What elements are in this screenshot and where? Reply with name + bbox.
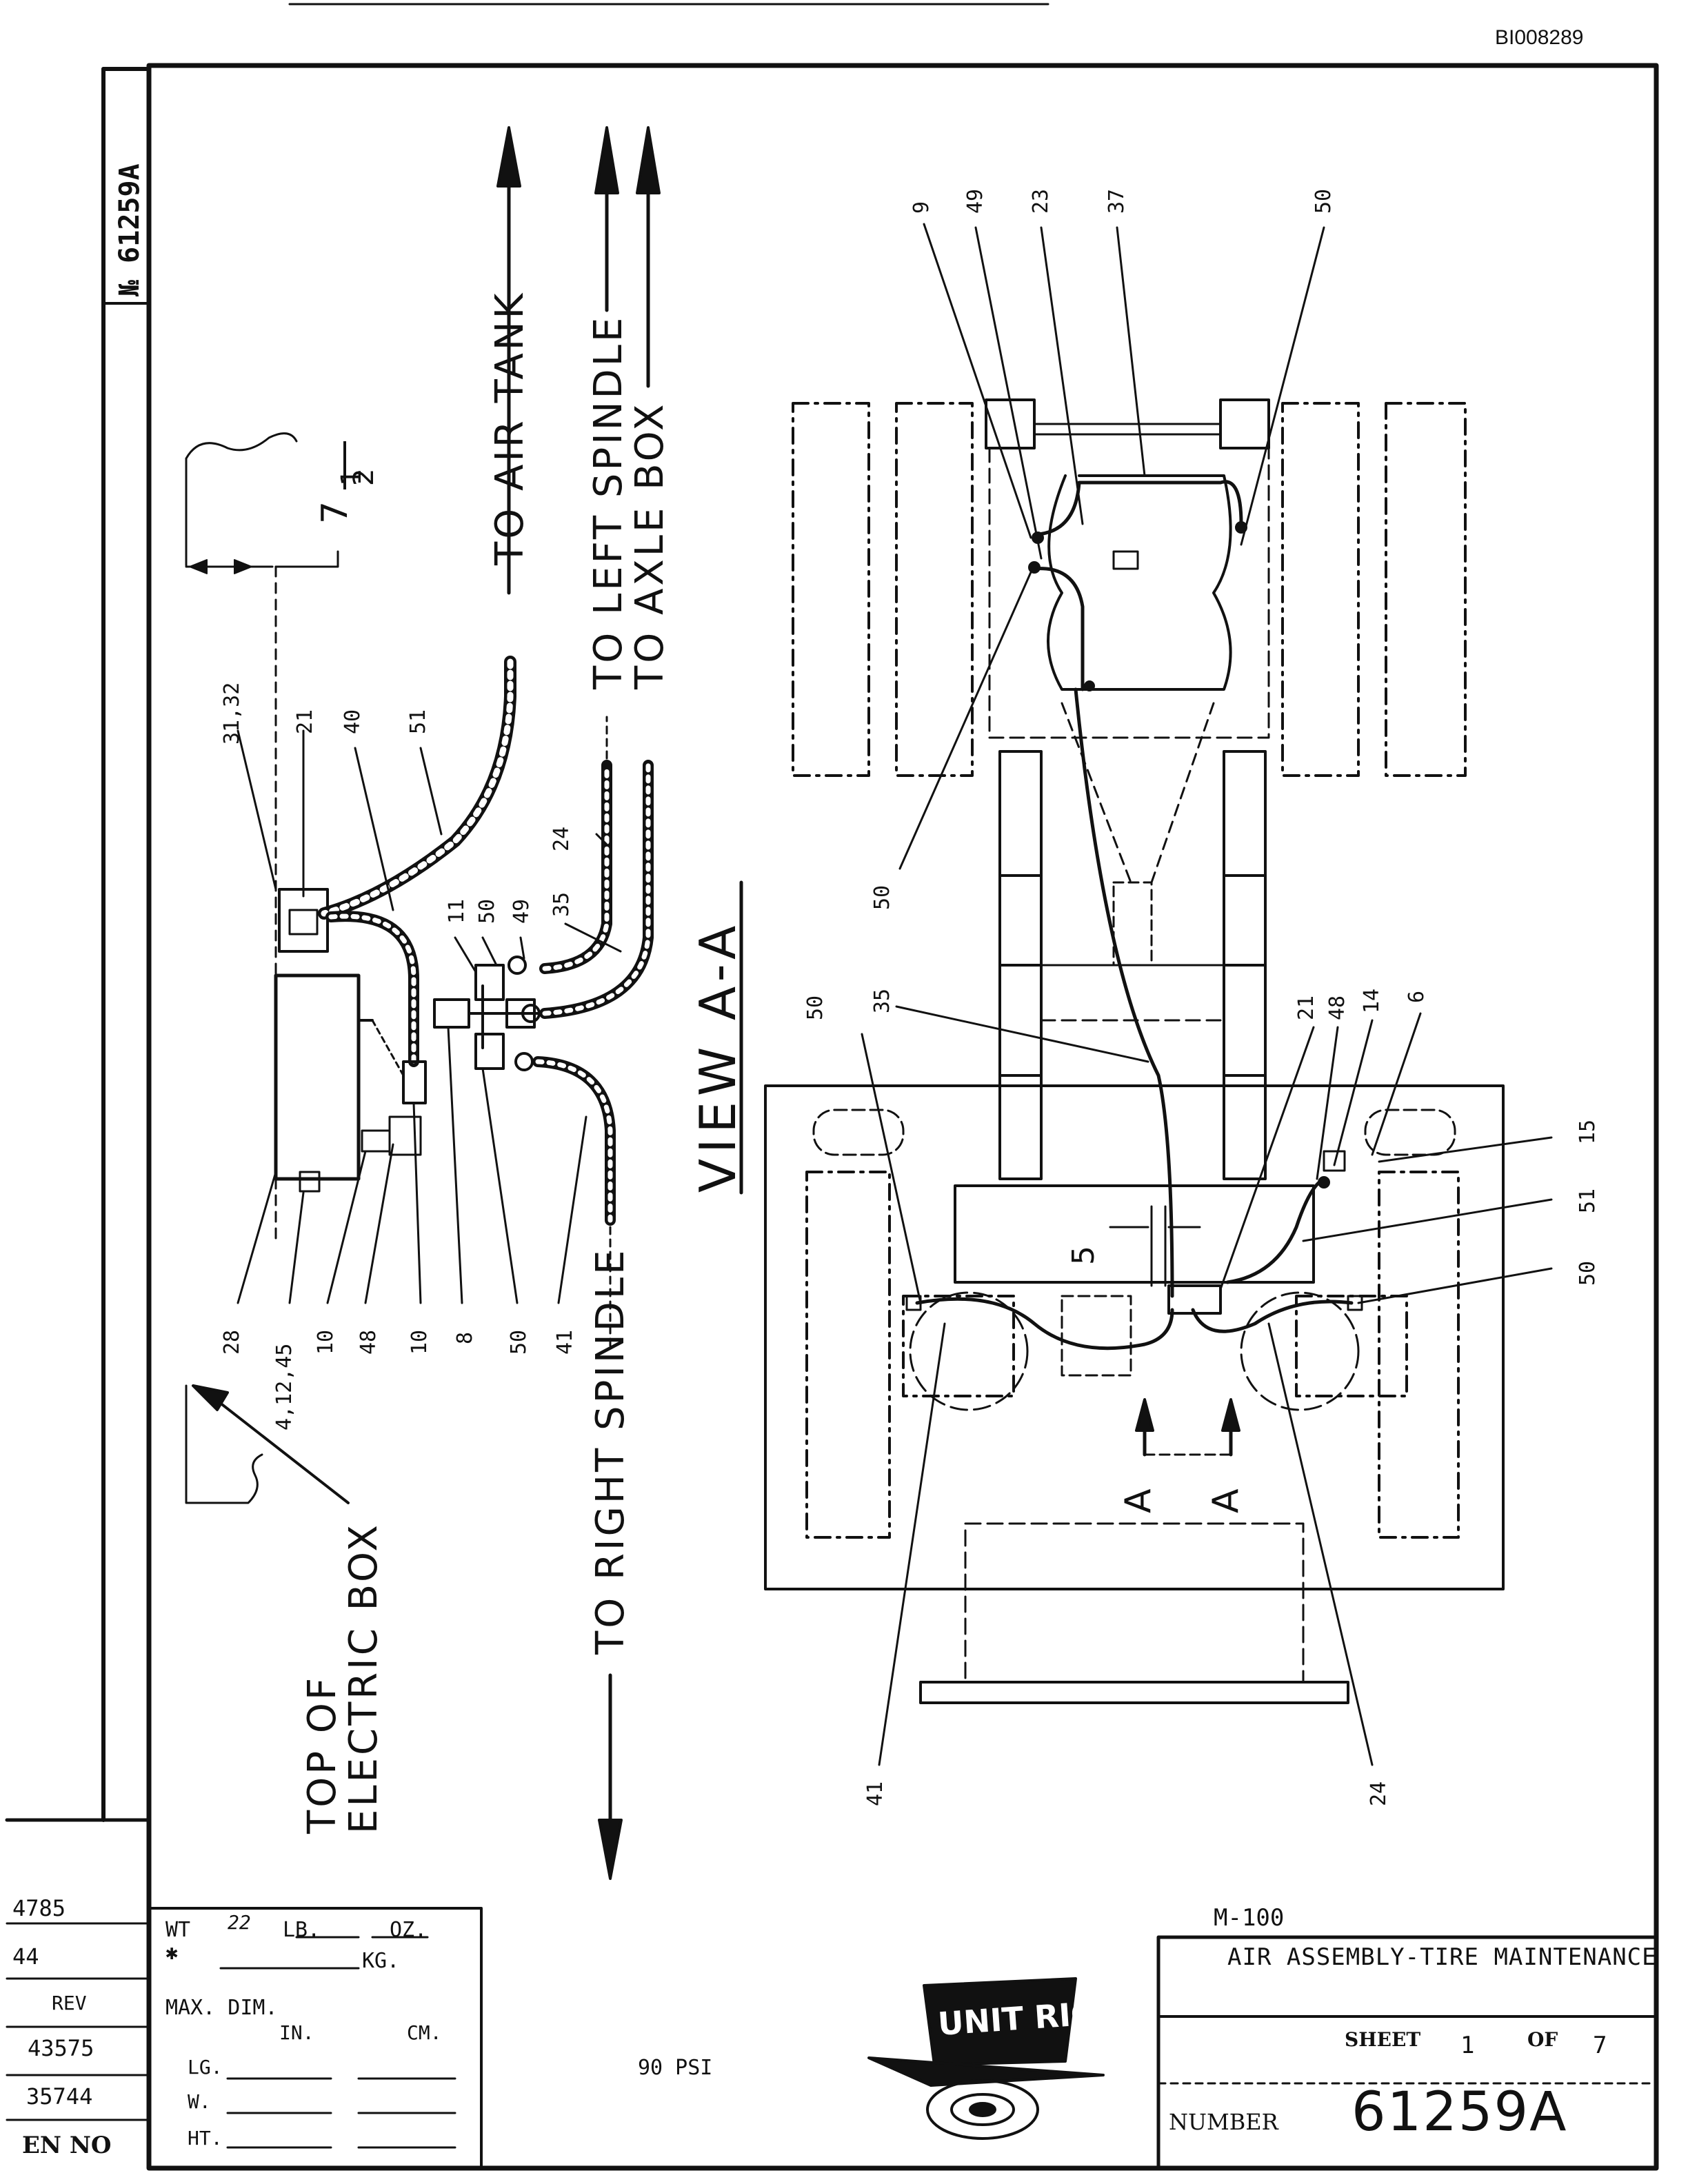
view-a-a-title: VIEW A-A <box>689 920 747 1193</box>
callout: 6 <box>1405 990 1429 1003</box>
sheet-total: 7 <box>1593 2032 1607 2059</box>
callout: 10 <box>408 1329 432 1355</box>
callout: 50 <box>803 995 827 1020</box>
section-mark-a: A <box>1118 1488 1159 1513</box>
max-dim-label: MAX. DIM. <box>165 1996 278 2020</box>
lg-label: LG. <box>188 2056 223 2079</box>
callout: 21 <box>293 709 317 734</box>
document-id: BI008289 <box>1495 26 1584 49</box>
ht-label: HT. <box>188 2127 223 2150</box>
hose-left-spindle <box>539 760 612 974</box>
title-block-frame <box>1156 1935 1658 2170</box>
model-number: M-100 <box>1214 1904 1285 1932</box>
revision-entry: 4785 <box>12 1895 66 1921</box>
w-label: W. <box>188 2090 211 2113</box>
break-line-top <box>185 432 298 567</box>
callout: 50 <box>1576 1260 1600 1286</box>
hose-37 <box>1036 480 1243 536</box>
weight-block-frame <box>148 1907 483 2170</box>
front-frame <box>764 1084 1505 1590</box>
callout: 51 <box>406 709 430 734</box>
number-label: NUMBER <box>1169 2109 1278 2135</box>
label-to-air-tank: TO AIR TANK <box>488 290 532 565</box>
break-line-bottom <box>185 1384 263 1504</box>
of-label: OF <box>1527 2028 1558 2051</box>
callout: 28 <box>220 1329 244 1355</box>
hose-51 <box>1225 1177 1326 1284</box>
callout: 49 <box>963 188 987 214</box>
callout: 50 <box>870 884 894 910</box>
callout: 35 <box>550 891 574 917</box>
dimension-7-1-2: 7 1 2 <box>314 441 380 524</box>
hose-41 <box>915 1297 1174 1351</box>
drawing-number: 61259A <box>1352 2081 1568 2143</box>
label-electric-box: ELECTRIC BOX <box>341 1522 386 1834</box>
callout: 15 <box>1576 1119 1600 1144</box>
electric-box <box>274 973 361 1181</box>
drawing-title: AIR ASSEMBLY-TIRE MAINTENANCE <box>1227 1943 1657 1971</box>
callout: 49 <box>510 898 534 924</box>
callout: 11 <box>445 898 469 924</box>
callout: 37 <box>1105 188 1129 214</box>
callout: 9 <box>910 201 934 214</box>
callout: 50 <box>507 1329 531 1355</box>
revision-entry: 35744 <box>26 2083 93 2110</box>
section-mark-a: A <box>1205 1488 1247 1513</box>
hose-to-air-tank <box>318 656 516 920</box>
metric-star-icon: ✱ <box>165 1941 179 1965</box>
callout: 48 <box>1325 995 1349 1020</box>
label-to-axle-box: TO AXLE BOX <box>627 401 672 689</box>
wt-label: WT <box>165 1918 191 1942</box>
rear-tires <box>792 402 1467 777</box>
sheet-label: SHEET <box>1345 2028 1421 2051</box>
callout: 24 <box>550 826 574 851</box>
callout: 21 <box>1294 995 1318 1020</box>
callout: 50 <box>475 898 499 924</box>
label-to-left-spindle: TO LEFT SPINDLE <box>586 314 631 689</box>
oz-label: OZ. <box>390 1918 428 1942</box>
in-label: IN. <box>279 2021 314 2044</box>
revision-entry: 44 <box>12 1943 39 1970</box>
cm-label: CM. <box>407 2021 442 2044</box>
callout: 50 <box>1312 188 1336 214</box>
callout: 8 <box>453 1331 477 1344</box>
callout: 14 <box>1360 988 1384 1013</box>
lb-label: LB. <box>283 1918 321 1942</box>
label-to-right-spindle: TO RIGHT SPINDLE <box>588 1247 633 1655</box>
kg-label: KG. <box>362 1949 400 1973</box>
revision-en-no: EN NO <box>22 2132 112 2159</box>
callout: 51 <box>1576 1188 1600 1213</box>
unit-rig-logo <box>867 1977 1105 2140</box>
label-top-of: TOP OF <box>300 1675 345 1834</box>
hose-35 <box>1074 687 1174 1298</box>
callout: 4,12,45 <box>272 1343 297 1430</box>
callout: 10 <box>314 1329 338 1355</box>
callout: 31,32 <box>220 682 244 745</box>
callout: 41 <box>553 1329 577 1355</box>
callout: 41 <box>863 1781 887 1806</box>
callout: 35 <box>870 988 894 1013</box>
revision-header: REV <box>52 1992 87 2014</box>
pressure-note: 90 PSI <box>638 2056 713 2080</box>
callout: 48 <box>356 1329 381 1355</box>
callout: 24 <box>1367 1781 1391 1806</box>
wt-value: 22 <box>228 1911 251 1934</box>
callout: 23 <box>1029 188 1053 214</box>
dimension-5: 5 <box>1066 1246 1101 1265</box>
revision-entry: 43575 <box>28 2035 94 2061</box>
sheet-number: 1 <box>1460 2032 1475 2059</box>
margin-drawing-number: № 61259A <box>114 163 145 296</box>
callout: 40 <box>341 709 365 734</box>
drawing-border <box>146 63 1659 2171</box>
hose-24 <box>1191 1300 1354 1333</box>
